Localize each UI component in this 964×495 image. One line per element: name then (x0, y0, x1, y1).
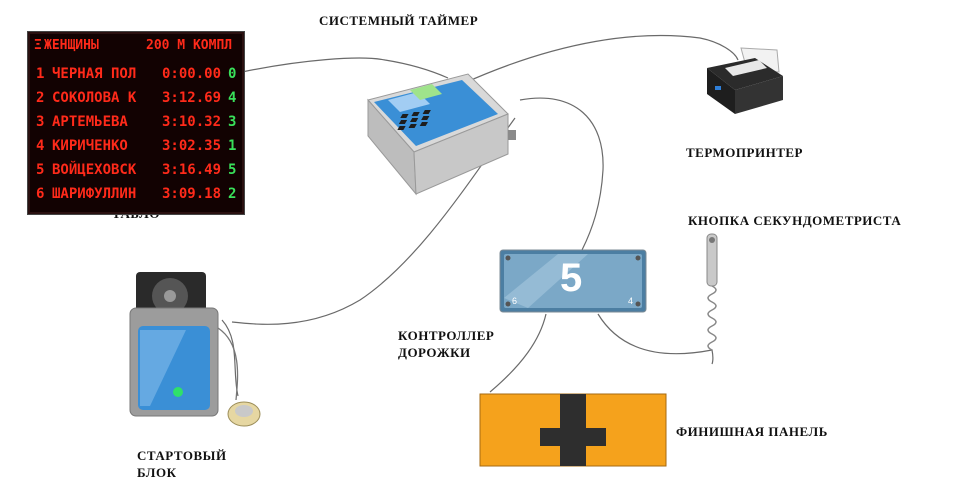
start-block-label: СТАРТОВЫЙ БЛОК (137, 447, 227, 481)
row-name: КИРИЧЕНКО (52, 138, 128, 154)
cable-timer-printer (461, 34, 739, 85)
row-name: ВОЙЦЕХОВСК (52, 162, 137, 178)
lane-left-digit: 6 (512, 296, 518, 306)
row-lane: 2 (228, 186, 237, 202)
row-place: 5 (36, 162, 45, 178)
row-time: 3:09.18 (162, 186, 222, 202)
lane-controller-device (499, 249, 647, 313)
finish-panel-label: ФИНИШНАЯ ПАНЕЛЬ (676, 424, 828, 439)
lane-right-digit: 4 (628, 296, 634, 306)
scoreboard-row: 3 АРТЕМЬЕВА 3:10.32 3 (30, 114, 242, 136)
row-name: СОКОЛОВА К (52, 90, 137, 106)
start-block-label-line2: БЛОК (137, 465, 177, 480)
row-name: ЧЕРНАЯ ПОЛ (52, 66, 137, 82)
header-marker: Ξ (34, 38, 42, 53)
row-lane: 5 (228, 162, 237, 178)
row-lane: 1 (228, 138, 237, 154)
scoreboard-row: 1 ЧЕРНАЯ ПОЛ 0:00.00 0 (30, 66, 242, 88)
scoreboard-header: Ξ ЖЕНЩИНЫ 200 М КОМПЛ (30, 38, 242, 60)
lane-controller-label-line1: КОНТРОЛЛЕР (398, 328, 495, 343)
lane-controller-label: КОНТРОЛЛЕР ДОРОЖКИ (398, 327, 494, 361)
row-place: 1 (36, 66, 45, 82)
row-place: 4 (36, 138, 45, 154)
row-time: 3:16.49 (162, 162, 222, 178)
row-name: АРТЕМЬЕВА (52, 114, 128, 130)
system-timer-label: СИСТЕМНЫЙ ТАЙМЕР (319, 13, 479, 28)
header-title: ЖЕНЩИНЫ (44, 38, 99, 53)
row-time: 0:00.00 (162, 66, 222, 82)
row-lane: 3 (228, 114, 237, 130)
row-place: 6 (36, 186, 45, 202)
row-place: 2 (36, 90, 45, 106)
row-time: 3:10.32 (162, 114, 222, 130)
row-time: 3:02.35 (162, 138, 222, 154)
start-block-label-line1: СТАРТОВЫЙ (137, 448, 227, 463)
cable-lane-button (597, 313, 714, 365)
thermoprinter-device (707, 47, 783, 114)
scoreboard-row: 2 СОКОЛОВА К 3:12.69 4 (30, 90, 242, 112)
row-place: 3 (36, 114, 45, 130)
cable-timer-lane (519, 97, 604, 251)
scoreboard-row: 5 ВОЙЦЕХОВСК 3:16.49 5 (30, 162, 242, 184)
lane-number: 5 (560, 256, 583, 300)
start-block-device (129, 272, 261, 427)
cable-timer-startblock (231, 117, 516, 325)
scoreboard-display: Ξ ЖЕНЩИНЫ 200 М КОМПЛ 1 ЧЕРНАЯ ПОЛ 0:00.… (28, 32, 244, 214)
thermoprinter-label: ТЕРМОПРИНТЕР (686, 145, 803, 160)
header-event: 200 М КОМПЛ (146, 38, 233, 53)
row-time: 3:12.69 (162, 90, 222, 106)
finish-panel-device (479, 393, 667, 467)
cable-lane-finish (489, 313, 547, 393)
row-lane: 0 (228, 66, 237, 82)
cable-timer-scoreboard (241, 57, 449, 79)
timekeeper-button-device (706, 233, 718, 351)
row-lane: 4 (228, 90, 237, 106)
system-timer-device (367, 73, 516, 196)
row-name: ШАРИФУЛЛИН (52, 186, 137, 202)
lane-controller-label-line2: ДОРОЖКИ (398, 345, 471, 360)
timekeeper-button-label: КНОПКА СЕКУНДОМЕТРИСТА (688, 213, 902, 228)
scoreboard-row: 6 ШАРИФУЛЛИН 3:09.18 2 (30, 186, 242, 208)
scoreboard-row: 4 КИРИЧЕНКО 3:02.35 1 (30, 138, 242, 160)
